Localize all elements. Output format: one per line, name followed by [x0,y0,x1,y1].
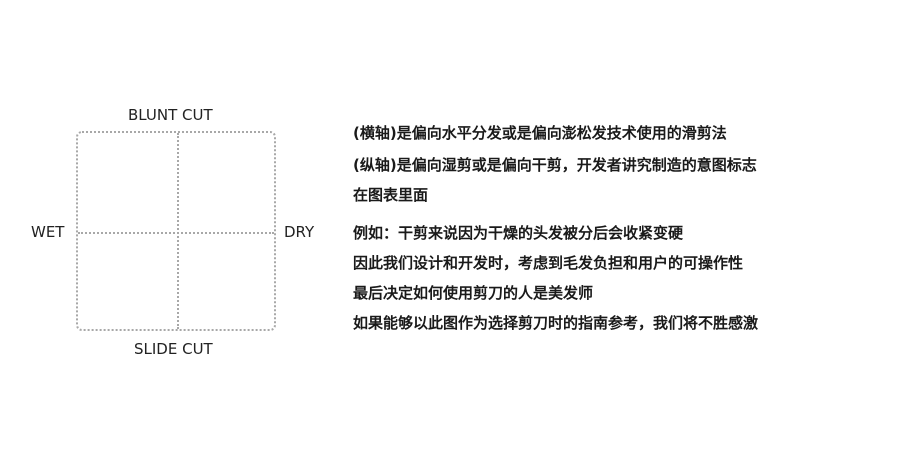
notes-line-2: (纵轴)是偏向湿剪或是偏向干剪，开发者讲究制造的意图标志 [353,156,757,174]
axis-label-bottom: SLIDE CUT [134,340,213,358]
notes-line-6: 最后决定如何使用剪刀的人是美发师 [353,284,594,302]
quadrant-grid [76,131,276,331]
axis-label-left: WET [31,223,65,241]
notes-line-4: 例如：干剪来说因为干燥的头发被分后会收紧变硬 [353,224,684,242]
notes-block: (横轴)是偏向水平分发或是偏向澎松发技术使用的滑剪法 (纵轴)是偏向湿剪或是偏向… [353,118,873,338]
vertical-divider [177,133,179,329]
notes-line-7: 如果能够以此图作为选择剪刀时的指南参考，我们将不胜感激 [353,314,759,332]
notes-line-3: 在图表里面 [353,186,429,204]
horizontal-divider [78,232,274,234]
notes-line-1: (横轴)是偏向水平分发或是偏向澎松发技术使用的滑剪法 [353,124,727,142]
axis-label-top: BLUNT CUT [128,106,213,124]
axis-label-right: DRY [284,223,315,241]
notes-line-5: 因此我们设计和开发时，考虑到毛发负担和用户的可操作性 [353,254,744,272]
